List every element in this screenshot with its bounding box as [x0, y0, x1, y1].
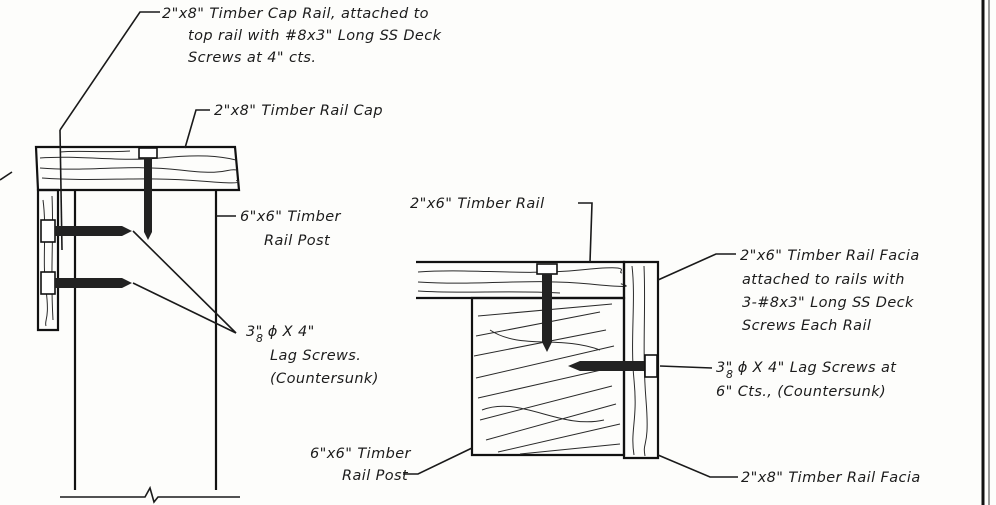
lag-screws-left-line-2: Lag Screws. [270, 348, 361, 364]
rail-facia-note-line-1: 2"x6" Timber Rail Facia [740, 248, 920, 264]
left-lag-screw-lower-head [40, 271, 56, 295]
rail-facia-note-line-3: 3-#8x3" Long SS Deck [742, 295, 914, 311]
rail-cap-leader [184, 109, 210, 149]
rail-facia-note-line-2: attached to rails with [742, 272, 905, 288]
cap-rail-note-line-3: Screws at 4" cts. [188, 50, 316, 66]
cap-rail-note-line-2: top rail with #8x3" Long SS Deck [188, 28, 442, 44]
left-lower-rail-grain [42, 195, 54, 327]
rail-post-left-line-1: 6"x6" Timber [240, 209, 342, 225]
rail-facia-note-leader [657, 253, 736, 281]
left-rail-cap-board [34, 145, 241, 192]
right-section [416, 260, 660, 460]
right-top-rail-grain [417, 267, 627, 294]
rail-facia-bottom-label: 2"x8" Timber Rail Facia [741, 470, 921, 486]
right-deck-screw-shank [542, 274, 552, 352]
cap-rail-note: 2"x8" Timber Cap Rail, attached to top r… [162, 6, 442, 66]
rail-post-left-line-2: Rail Post [264, 233, 331, 249]
lag-screw-right-leader [659, 365, 713, 369]
rail-post-right-line-1: 6"x6" Timber [310, 446, 412, 462]
timber-rail-label: 2"x6" Timber Rail [410, 196, 545, 212]
left-section [0, 129, 241, 504]
lag-screws-right-line-2: 6" Cts., (Countersunk) [716, 384, 886, 400]
left-lag-screw-upper-shank [55, 226, 132, 236]
left-post-break-line [60, 485, 240, 504]
lag-screws-left-frac-sub: 8 [256, 332, 263, 345]
rail-post-left-label: 6"x6" Timber Rail Post [240, 209, 342, 249]
lag-screws-left-line-1: 3" ϕ X 4" [246, 324, 315, 340]
right-leaders [403, 202, 738, 478]
lag-screws-right-label: 3" ϕ X 4" Lag Screws at 8 6" Cts., (Coun… [716, 360, 897, 400]
right-post-leader [403, 447, 473, 475]
lag-screws-right-frac-sub: 8 [726, 368, 733, 381]
rail-facia-note: 2"x6" Timber Rail Facia attached to rail… [740, 248, 920, 334]
left-lag-screw-lower-shank [55, 278, 132, 288]
right-deck-screw-head [536, 263, 558, 275]
left-lower-rail-board [36, 188, 60, 332]
rail-facia-note-line-4: Screws Each Rail [742, 318, 871, 334]
lag-screw-left-leader-lower [132, 282, 237, 334]
right-facia-grain [631, 265, 648, 457]
rail-post-right-label: 6"x6" Timber Rail Post [310, 446, 412, 484]
right-lag-screw-head [644, 354, 658, 378]
left-leaders [59, 11, 237, 334]
timber-rail-leader [578, 202, 593, 263]
right-top-rail-board [416, 260, 626, 300]
left-top-screw-shank [144, 158, 152, 240]
rail-facia-bottom-leader [657, 454, 738, 478]
cap-rail-note-leader [59, 11, 160, 131]
lag-screws-right-line-1: 3" ϕ X 4" Lag Screws at [716, 360, 897, 376]
cap-rail-note-line-1: 2"x8" Timber Cap Rail, attached to [162, 6, 429, 22]
left-top-screw-head [138, 147, 158, 159]
lag-screws-left-line-3: (Countersunk) [270, 371, 379, 387]
left-lag-screw-upper-head [40, 219, 56, 243]
left-rail-cap-grain [39, 150, 239, 184]
lag-screw-left-leader-upper [132, 230, 237, 334]
rail-post-right-line-2: Rail Post [342, 468, 409, 484]
lag-screws-left-label: 3" ϕ X 4" 8 Lag Screws. (Countersunk) [246, 324, 379, 387]
right-facia-board [622, 260, 660, 460]
rail-cap-label: 2"x8" Timber Rail Cap [214, 103, 383, 119]
right-lag-screw-shank [568, 361, 645, 371]
left-edge-leader-line [0, 171, 13, 181]
